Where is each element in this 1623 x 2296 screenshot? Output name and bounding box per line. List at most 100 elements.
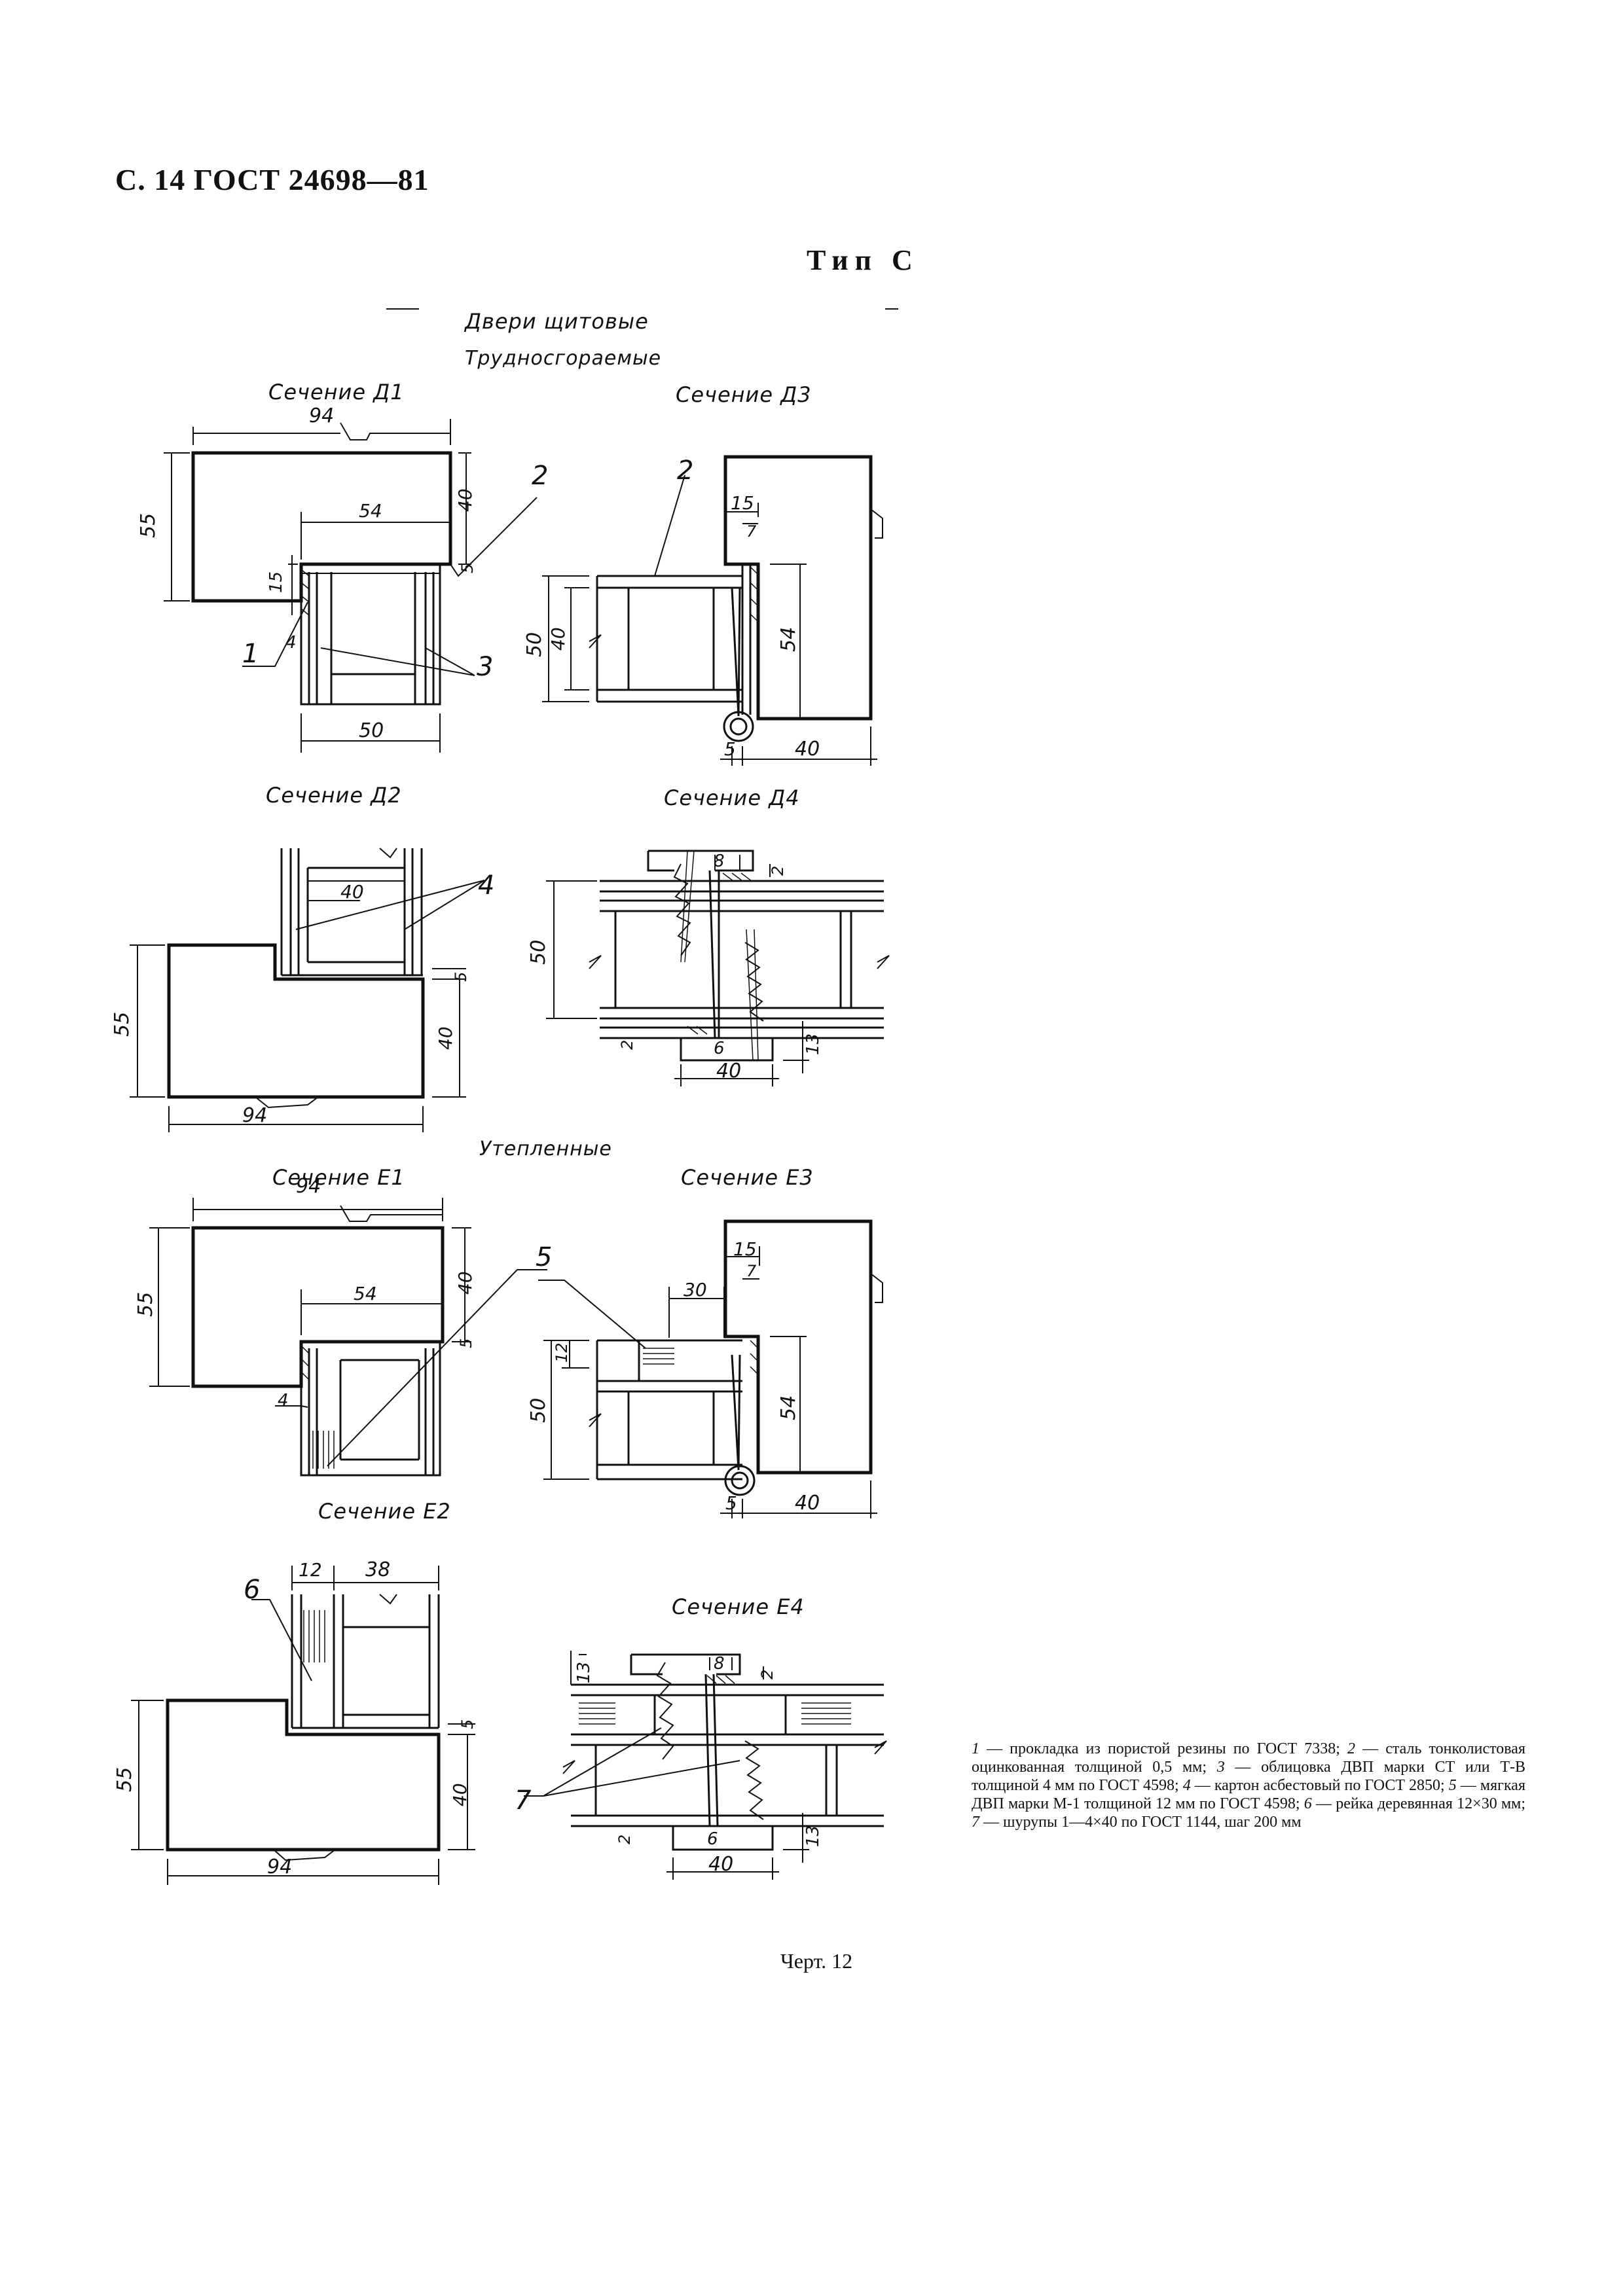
figure-caption: Черт. 12 xyxy=(780,1949,853,1973)
callout-d1-1: 1 xyxy=(242,639,259,669)
drawing-section-e3 xyxy=(538,1219,883,1518)
dim-d1-55: 55 xyxy=(137,513,160,538)
dim-d3-15: 15 xyxy=(731,492,754,514)
drawing-section-e4 xyxy=(524,1651,887,1880)
drawing-section-e2 xyxy=(131,1566,475,1885)
dim-d4-8: 8 xyxy=(714,852,725,871)
dim-d4-50: 50 xyxy=(527,940,550,965)
dim-e4-13: 13 xyxy=(574,1662,594,1683)
section-label-d1: Сечение Д1 xyxy=(268,380,405,404)
dim-e2-55: 55 xyxy=(113,1767,136,1792)
dim-e2-5: 5 xyxy=(458,1719,477,1729)
group-title-fireproof: Трудносгораемые xyxy=(465,347,662,370)
dim-e1-54: 54 xyxy=(354,1283,377,1304)
legend-text-5: — мягкая ДВП марки М-1 толщиной 12 мм по… xyxy=(972,1777,1525,1812)
section-label-d3: Сечение Д3 xyxy=(676,382,812,407)
legend-num-3: 3 xyxy=(1216,1759,1225,1776)
dim-d3-54: 54 xyxy=(777,627,800,652)
dim-e4-2: 2 xyxy=(758,1670,776,1679)
dim-d3-5: 5 xyxy=(724,738,736,760)
drawing-section-d2 xyxy=(130,848,485,1132)
dim-d1-94: 94 xyxy=(309,404,334,427)
dim-d1-15: 15 xyxy=(266,571,286,593)
legend-text-4: — картон асбестовый по ГОСТ 2850; xyxy=(1190,1777,1449,1794)
callout-d1-2: 2 xyxy=(532,461,548,491)
dim-d4-13: 13 xyxy=(803,1033,823,1055)
dim-d2-5: 5 xyxy=(452,972,470,982)
dim-e1-5: 5 xyxy=(457,1338,475,1348)
dim-e1-55: 55 xyxy=(134,1292,157,1317)
legend-num-7: 7 xyxy=(972,1814,979,1831)
section-label-e3: Сечение Е3 xyxy=(681,1165,814,1190)
dim-d3-50: 50 xyxy=(523,632,546,657)
dim-e1-94: 94 xyxy=(296,1175,321,1198)
dim-e2-40: 40 xyxy=(449,1783,471,1806)
dim-d2-55: 55 xyxy=(111,1012,134,1037)
section-label-e2: Сечение Е2 xyxy=(318,1499,451,1524)
dim-e3-54: 54 xyxy=(777,1395,800,1420)
legend-num-4: 4 xyxy=(1182,1777,1191,1794)
dim-d4-40: 40 xyxy=(716,1060,741,1083)
dim-d1-54: 54 xyxy=(359,500,382,522)
dim-d1-5: 5 xyxy=(458,564,477,573)
drawing-section-d4 xyxy=(546,850,890,1086)
dim-e1-4: 4 xyxy=(278,1391,289,1410)
dim-e4-2b: 2 xyxy=(615,1835,634,1844)
legend-text-6: — рейка деревянная 12×30 мм; xyxy=(1311,1795,1525,1812)
dim-e3-30: 30 xyxy=(684,1279,707,1300)
dim-d2-94: 94 xyxy=(242,1104,267,1127)
dim-e2-38: 38 xyxy=(365,1558,390,1581)
dim-d1-50: 50 xyxy=(359,719,384,742)
section-label-d2: Сечение Д2 xyxy=(266,783,402,808)
dim-d4-2: 2 xyxy=(769,866,787,876)
group-title-insulated: Утепленные xyxy=(479,1138,612,1160)
legend-num-6: 6 xyxy=(1304,1795,1312,1812)
drawing-section-d3 xyxy=(542,455,883,766)
dim-e3-15: 15 xyxy=(733,1238,757,1260)
dim-e1-40: 40 xyxy=(454,1271,476,1295)
dim-e2-12: 12 xyxy=(299,1559,322,1581)
section-label-e4: Сечение Е4 xyxy=(672,1594,805,1619)
section-label-e1: Сечение Е1 xyxy=(272,1165,405,1190)
legend-text-2: — сталь тонколистовая оцинкованная толщи… xyxy=(972,1740,1525,1776)
dim-e4-13b: 13 xyxy=(803,1825,823,1847)
legend: 1 — прокладка из пористой резины по ГОСТ… xyxy=(972,1740,1525,1831)
section-label-d4: Сечение Д4 xyxy=(664,785,800,810)
dim-d1-40: 40 xyxy=(454,488,476,512)
dim-d3-7: 7 xyxy=(746,522,757,541)
dim-e4-40: 40 xyxy=(708,1853,733,1876)
drawing-section-d1 xyxy=(164,419,538,753)
dim-e3-12: 12 xyxy=(553,1342,571,1363)
dim-d2-40b: 40 xyxy=(435,1026,456,1050)
dim-e3-5: 5 xyxy=(725,1492,737,1514)
callout-d1-3: 3 xyxy=(477,652,493,682)
dim-d4-2b: 2 xyxy=(618,1040,636,1050)
type-title: Тип С xyxy=(807,244,919,276)
legend-text-7: — шурупы 1—4×40 по ГОСТ 1144, шаг 200 мм xyxy=(979,1814,1302,1831)
dim-e2-94: 94 xyxy=(267,1856,292,1878)
callout-e1-5: 5 xyxy=(536,1242,552,1272)
legend-text-1: — прокладка из пористой резины по ГОСТ 7… xyxy=(979,1740,1348,1757)
dim-e3-50: 50 xyxy=(527,1398,550,1423)
page-header: С. 14 ГОСТ 24698—81 xyxy=(115,163,429,196)
dim-d3-40: 40 xyxy=(547,627,569,651)
legend-num-1: 1 xyxy=(972,1740,979,1757)
callout-d3-2: 2 xyxy=(677,456,693,486)
legend-text-3: — облицовка ДВП марки СТ или Т-В толщино… xyxy=(972,1759,1525,1794)
dim-d4-6: 6 xyxy=(714,1039,725,1058)
dim-e4-8: 8 xyxy=(714,1654,725,1674)
callout-e2-6: 6 xyxy=(244,1575,260,1605)
dim-e3-40: 40 xyxy=(795,1492,820,1515)
dim-d2-40: 40 xyxy=(340,881,364,903)
legend-num-2: 2 xyxy=(1347,1740,1356,1757)
dim-d3-40b: 40 xyxy=(795,738,820,761)
dim-e4-6: 6 xyxy=(707,1829,718,1849)
group-title-doors: Двери щитовые xyxy=(465,309,649,334)
callout-d2-4: 4 xyxy=(478,870,494,901)
dim-e3-7: 7 xyxy=(746,1262,757,1280)
dim-d1-4: 4 xyxy=(285,633,297,653)
callout-e4-7: 7 xyxy=(515,1785,532,1816)
legend-num-5: 5 xyxy=(1448,1777,1457,1794)
